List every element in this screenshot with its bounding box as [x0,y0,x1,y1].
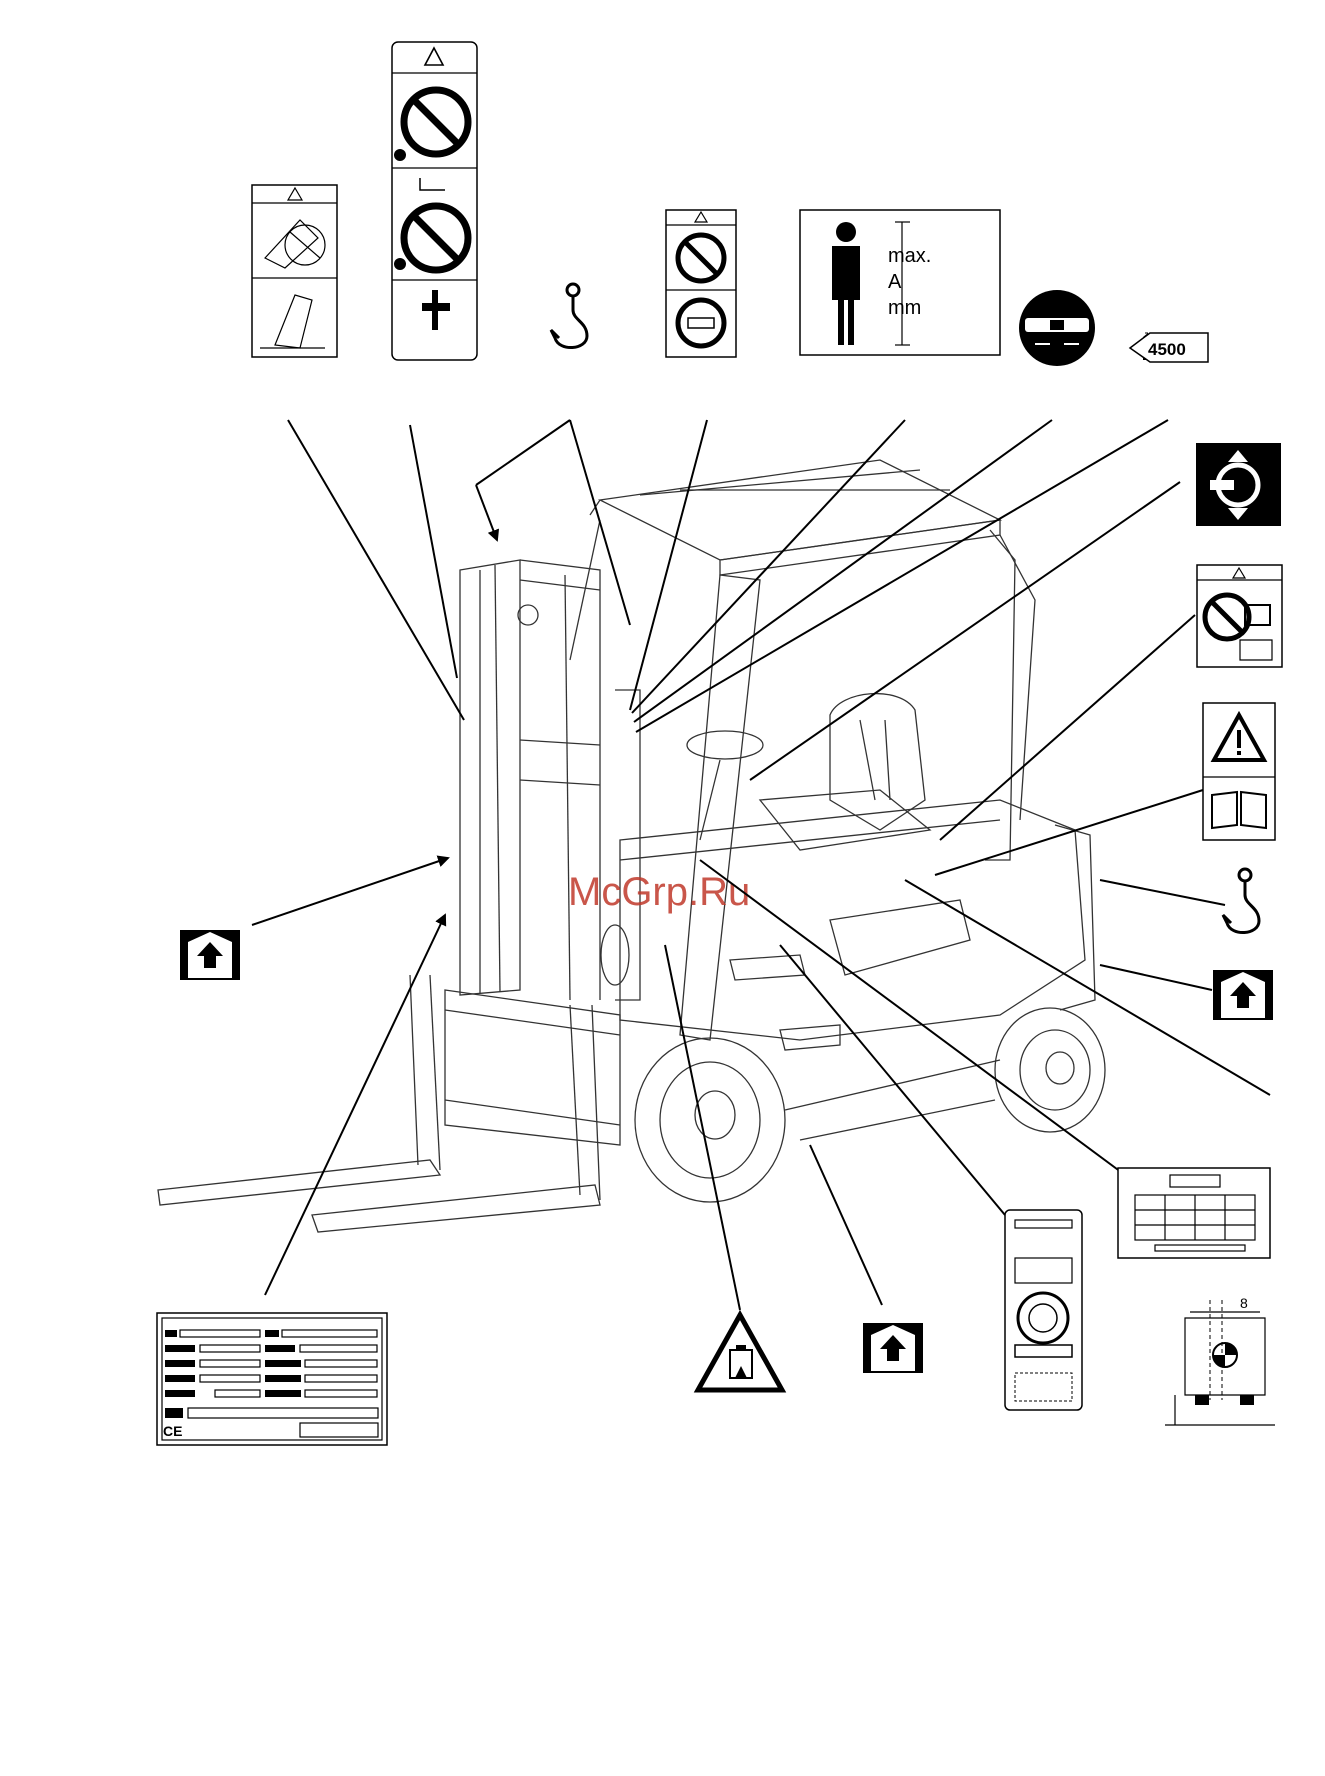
gauge-decal [1005,1210,1082,1410]
capacity-tag: 4500 [1130,333,1208,362]
lift-point-icon [180,920,240,980]
capacity-value: 4500 [1148,340,1186,359]
fork-right [312,1185,600,1232]
load-chart-decal [1118,1168,1270,1258]
mm-label: mm [888,297,921,319]
centre-of-gravity-decal: 8 [1165,1295,1275,1425]
steering-direction-decal [1196,443,1281,526]
max-label: max. [888,245,931,267]
overhead-guard [600,460,1000,560]
read-manual-decal [1203,703,1275,840]
hook-icon [1223,869,1259,933]
no-reaching-decal [1197,565,1282,667]
nameplate-decal: CE [157,1313,387,1445]
seatbelt-icon [1019,290,1095,366]
lift-point-icon [1213,960,1273,1020]
steering-wheel [687,731,763,759]
rear-wheel [995,1008,1105,1132]
no-standing-decal [666,210,736,357]
guard-post-front [680,575,760,1040]
max-height-decal: max. A mm [800,210,1000,355]
cog-dimension: 8 [1240,1295,1248,1311]
no-riders-decal [392,42,477,360]
tipover-warning-decal [252,185,337,357]
fire-hazard-icon [698,1315,782,1390]
fork-left [158,1160,440,1205]
forklift-truck [158,460,1105,1232]
front-wheel [635,1038,785,1202]
lift-point-icon [863,1313,923,1373]
hook-icon [551,284,587,348]
ce-mark: CE [163,1423,182,1439]
a-label: A [888,271,902,293]
mast [460,560,520,995]
